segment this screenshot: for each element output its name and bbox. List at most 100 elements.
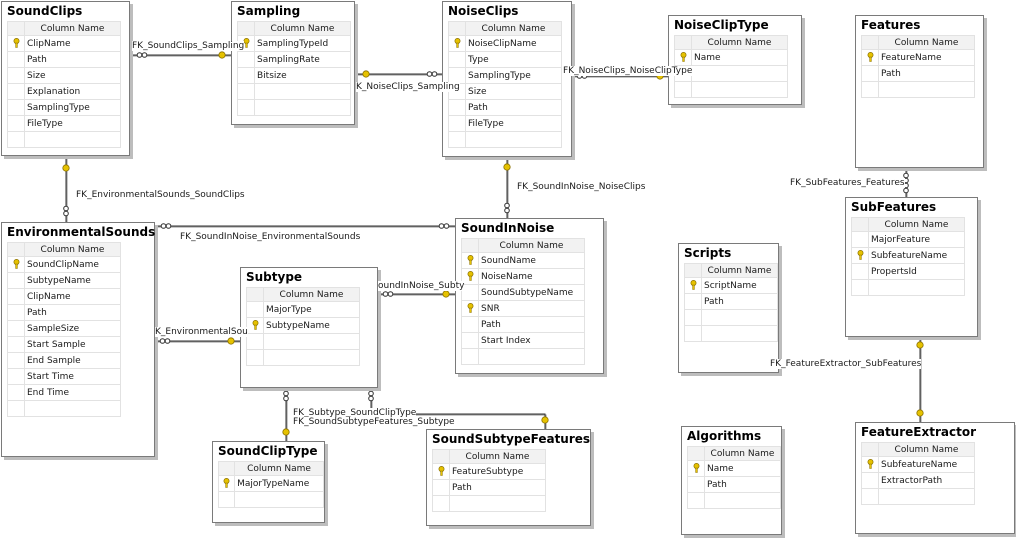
column-row[interactable]: SubfeatureName bbox=[851, 247, 965, 264]
column-row[interactable]: SNR bbox=[461, 300, 585, 317]
empty-row[interactable] bbox=[851, 279, 965, 296]
primary-key-icon bbox=[7, 256, 25, 273]
column-row[interactable]: ClipName bbox=[7, 288, 121, 305]
column-row[interactable]: ClipName bbox=[7, 35, 121, 52]
empty-row[interactable] bbox=[237, 83, 351, 100]
column-name: Size bbox=[24, 67, 121, 84]
column-row[interactable]: SamplingType bbox=[448, 67, 562, 84]
column-row[interactable]: Path bbox=[684, 293, 778, 310]
table-title: NoiseClips bbox=[448, 4, 519, 18]
column-row[interactable]: Explanation bbox=[7, 83, 121, 100]
column-row[interactable]: Start Time bbox=[7, 368, 121, 385]
empty-cell bbox=[465, 131, 562, 148]
column-name: SamplingType bbox=[465, 67, 562, 84]
empty-row[interactable] bbox=[217, 491, 324, 508]
column-row[interactable]: Start Sample bbox=[7, 336, 121, 353]
column-row[interactable]: MajorTypeName bbox=[217, 475, 324, 492]
column-row[interactable]: Size bbox=[7, 67, 121, 84]
column-row[interactable]: ScriptName bbox=[684, 277, 778, 294]
column-row[interactable]: SoundClipName bbox=[7, 256, 121, 273]
empty-row[interactable] bbox=[861, 81, 975, 98]
column-name: MajorType bbox=[263, 301, 360, 318]
relationship-label: FK_SoundSubtypeFeatures_Subtype bbox=[293, 417, 455, 427]
key-cell bbox=[851, 279, 869, 296]
empty-row[interactable] bbox=[246, 333, 360, 350]
empty-row[interactable] bbox=[687, 492, 781, 509]
column-name: SubfeatureName bbox=[868, 247, 965, 264]
column-row[interactable]: ExtractorPath bbox=[861, 472, 975, 489]
primary-key-icon bbox=[461, 252, 479, 269]
column-row[interactable]: Path bbox=[448, 99, 562, 116]
empty-cell bbox=[254, 83, 351, 100]
column-row[interactable]: FeatureName bbox=[861, 49, 975, 66]
column-row[interactable]: Start Index bbox=[461, 332, 585, 349]
column-header: Column Name bbox=[878, 442, 975, 457]
empty-row[interactable] bbox=[448, 131, 562, 148]
column-row[interactable]: SubtypeName bbox=[246, 317, 360, 334]
column-row[interactable]: Bitsize bbox=[237, 67, 351, 84]
empty-row[interactable] bbox=[246, 349, 360, 366]
empty-row[interactable] bbox=[684, 309, 778, 326]
empty-row[interactable] bbox=[237, 99, 351, 116]
empty-row[interactable] bbox=[461, 348, 585, 365]
empty-row[interactable] bbox=[684, 325, 778, 342]
column-row[interactable]: FileType bbox=[7, 115, 121, 132]
column-name: FeatureSubtype bbox=[449, 463, 546, 480]
column-row[interactable]: SubtypeName bbox=[7, 272, 121, 289]
column-row[interactable]: NoiseName bbox=[461, 268, 585, 285]
column-row[interactable]: End Time bbox=[7, 384, 121, 401]
many-end-infinity-icon bbox=[141, 52, 148, 58]
column-row[interactable]: Path bbox=[7, 51, 121, 68]
column-row[interactable]: PropertsId bbox=[851, 263, 965, 280]
column-row[interactable]: SamplingRate bbox=[237, 51, 351, 68]
empty-row[interactable] bbox=[861, 488, 975, 505]
column-row[interactable]: Name bbox=[687, 460, 781, 477]
column-row[interactable]: Name bbox=[674, 49, 788, 66]
column-row[interactable]: FeatureSubtype bbox=[432, 463, 546, 480]
column-row[interactable]: MajorType bbox=[246, 301, 360, 318]
many-end-infinity-icon bbox=[438, 223, 445, 229]
many-end-infinity-icon bbox=[504, 202, 510, 209]
many-end-infinity-icon bbox=[504, 207, 510, 214]
empty-row[interactable] bbox=[432, 495, 546, 512]
column-row[interactable]: Path bbox=[461, 316, 585, 333]
column-row[interactable]: SamplingTypeId bbox=[237, 35, 351, 52]
column-row[interactable]: Path bbox=[861, 65, 975, 82]
column-row[interactable]: NoiseClipName bbox=[448, 35, 562, 52]
empty-row[interactable] bbox=[7, 400, 121, 417]
column-name: MajorFeature bbox=[868, 231, 965, 248]
empty-row[interactable] bbox=[674, 81, 788, 98]
column-row[interactable]: Path bbox=[687, 476, 781, 493]
column-row[interactable]: SamplingType bbox=[7, 99, 121, 116]
column-row[interactable]: Path bbox=[7, 304, 121, 321]
column-row[interactable]: MajorFeature bbox=[851, 231, 965, 248]
column-row[interactable]: FileType bbox=[448, 115, 562, 132]
key-cell bbox=[432, 495, 450, 512]
column-row[interactable]: SoundName bbox=[461, 252, 585, 269]
column-row[interactable]: End Sample bbox=[7, 352, 121, 369]
column-row[interactable]: Type bbox=[448, 51, 562, 68]
column-row[interactable]: SubfeatureName bbox=[861, 456, 975, 473]
empty-row[interactable] bbox=[7, 131, 121, 148]
key-cell bbox=[7, 320, 25, 337]
column-row[interactable]: Size bbox=[448, 83, 562, 100]
column-row[interactable]: SampleSize bbox=[7, 320, 121, 337]
column-row[interactable]: SoundSubtypeName bbox=[461, 284, 585, 301]
column-row[interactable]: Path bbox=[432, 479, 546, 496]
